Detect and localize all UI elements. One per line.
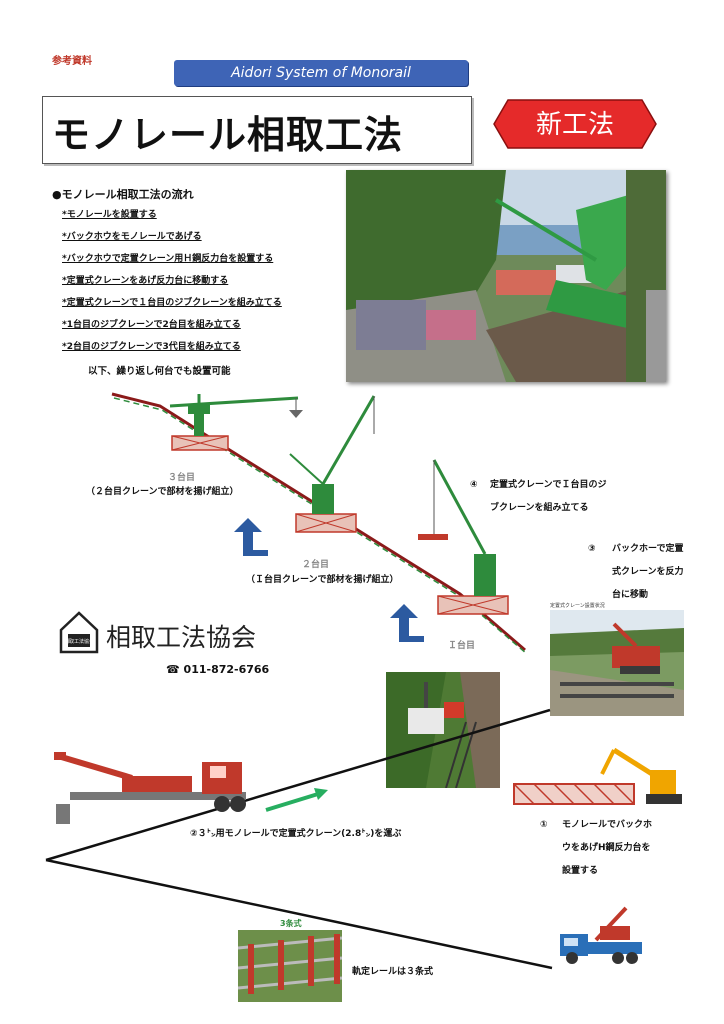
badge-text: 新工法 — [536, 110, 614, 140]
association-logo-icon: 相取工法協会 — [59, 611, 99, 654]
flow-step: *2台目のジブクレーンで3代目を組み立てる — [62, 342, 241, 352]
flow-step: *定置式クレーンをあげ反力台に移動する — [62, 276, 229, 286]
transport-arrow-icon — [265, 788, 328, 812]
flow-step: *モノレールを設置する — [62, 210, 157, 220]
flow-note: 以下、繰り返し何台でも設置可能 — [88, 366, 231, 377]
rail-photo — [238, 930, 342, 1002]
crane2-sublabel: （Ｉ台目クレーンで部材を揚げ組立） — [246, 575, 399, 585]
association-name: 相取工法協会 — [106, 623, 257, 652]
page-title: モノレール相取工法 — [52, 113, 404, 157]
step4-number: ④ — [470, 480, 478, 490]
crane1-label: Ｉ台目 — [448, 641, 476, 651]
step1-text: モノレールでバックホ ウをあげH鋼反力台を 設置する — [562, 820, 653, 876]
flow-step: *1台目のジブクレーンで2台目を組み立てる — [62, 320, 241, 330]
step4-text: 定置式クレーンでＩ台目のジ ブクレーンを組み立てる — [490, 480, 607, 513]
rail-description: 軌定レールは３条式 — [352, 967, 434, 977]
step2-text: ②３㌧用モノレールで定置式クレーン(2.8㌧)を運ぶ — [190, 829, 402, 839]
jib-crane-3 — [169, 394, 303, 451]
step-up-arrow-icon — [390, 604, 424, 642]
crane3-label: ３台目 — [168, 473, 196, 483]
jib-crane-2 — [289, 395, 376, 533]
monorail-perspective-lines — [45, 708, 553, 970]
flow-step: *バックホウで定置クレーン用Ｈ鋼反力台を設置する — [62, 254, 274, 264]
step3-text: バックホーで定置 式クレーンを反力 台に移動 — [612, 544, 684, 600]
crane-slope-diagram — [111, 392, 528, 655]
step3-number: ③ — [588, 544, 596, 554]
reference-label: 参考資料 — [52, 56, 92, 67]
backhoe-photo — [386, 672, 500, 788]
jib-crane-1 — [418, 459, 509, 615]
title-box — [42, 96, 472, 164]
flow-step: *バックホウをモノレールであげる — [62, 232, 202, 242]
crane2-label: ２台目 — [302, 560, 330, 570]
flow-steps: *モノレールを設置する *バックホウをモノレールであげる *バックホウで定置クレ… — [62, 209, 282, 363]
phone-icon: ☎ — [166, 663, 180, 676]
crane3-sublabel: （２台目クレーンで部材を揚げ組立） — [86, 487, 239, 497]
svg-text:相取工法協会: 相取工法協会 — [64, 638, 94, 645]
step3-photo-caption: 定置式クレーン設置状況 — [550, 603, 605, 609]
new-method-badge: 新工法 — [493, 99, 657, 149]
system-banner: Aidori System of Monorail — [174, 60, 468, 86]
phone-number: ☎ 011-872-6766 — [166, 663, 270, 676]
step1-number: ① — [540, 820, 548, 830]
step-up-arrow-icon — [234, 518, 268, 556]
unic-truck-image — [560, 906, 642, 964]
h-steel-frame-backhoe — [513, 747, 682, 805]
site-photo — [346, 170, 666, 382]
rail-type-label: 3条式 — [280, 919, 302, 928]
step3-photo — [550, 610, 684, 716]
monorail-line — [111, 392, 526, 652]
flow-heading: ●モノレール相取工法の流れ — [52, 188, 194, 201]
flow-step: *定置式クレーンで１台目のジブクレーンを組み立てる — [62, 298, 282, 308]
crane-truck-image — [54, 752, 246, 824]
